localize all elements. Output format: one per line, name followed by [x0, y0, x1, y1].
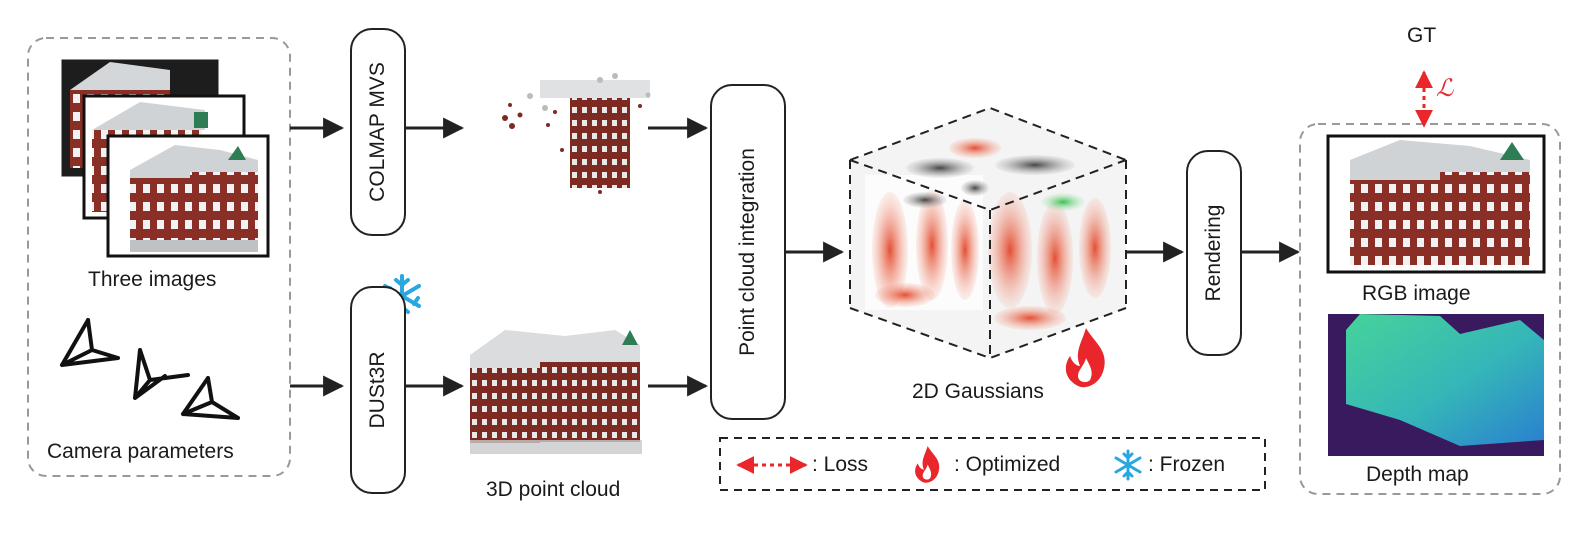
gaussians-label: 2D Gaussians [912, 380, 1044, 403]
dust3r-label: DUSt3R [366, 351, 389, 429]
colmap-mvs-stage: COLMAP MVS [350, 28, 406, 236]
camera-parameters-label: Camera parameters [47, 440, 234, 463]
depth-map-label: Depth map [1366, 463, 1469, 486]
depth-map-image [1328, 314, 1544, 456]
rendering-label: Rendering [1202, 204, 1225, 302]
input-image-stack [58, 56, 270, 258]
flame-icon [1065, 328, 1105, 388]
rendering-stage: Rendering [1186, 150, 1242, 356]
dust3r-stage: DUSt3R [350, 286, 406, 494]
gt-label: GT [1407, 24, 1437, 47]
point-cloud-integration-label: Point cloud integration [736, 148, 759, 356]
legend-snowflake-icon [1114, 449, 1142, 481]
camera-frustum-icon [60, 318, 240, 420]
point-cloud-label: 3D point cloud [486, 478, 621, 501]
three-images-label: Three images [88, 268, 217, 291]
rgb-image [1326, 134, 1546, 274]
rgb-image-label: RGB image [1362, 282, 1471, 305]
point-cloud-integration-stage: Point cloud integration [710, 84, 786, 420]
input-image-front [106, 134, 270, 258]
loss-symbol: ℒ [1436, 76, 1454, 102]
gaussian-cube [849, 106, 1127, 360]
legend-frame [719, 437, 1266, 491]
input-group-frame [27, 37, 291, 477]
legend-flame-icon [915, 446, 940, 483]
legend-optimized-text: : Optimized [954, 453, 1061, 476]
legend-frozen-text: : Frozen [1148, 453, 1226, 476]
colmap-mvs-label: COLMAP MVS [366, 62, 389, 202]
legend-loss-text: : Loss [812, 453, 869, 476]
sparse-point-cloud [502, 73, 651, 194]
dense-point-cloud [470, 330, 642, 454]
